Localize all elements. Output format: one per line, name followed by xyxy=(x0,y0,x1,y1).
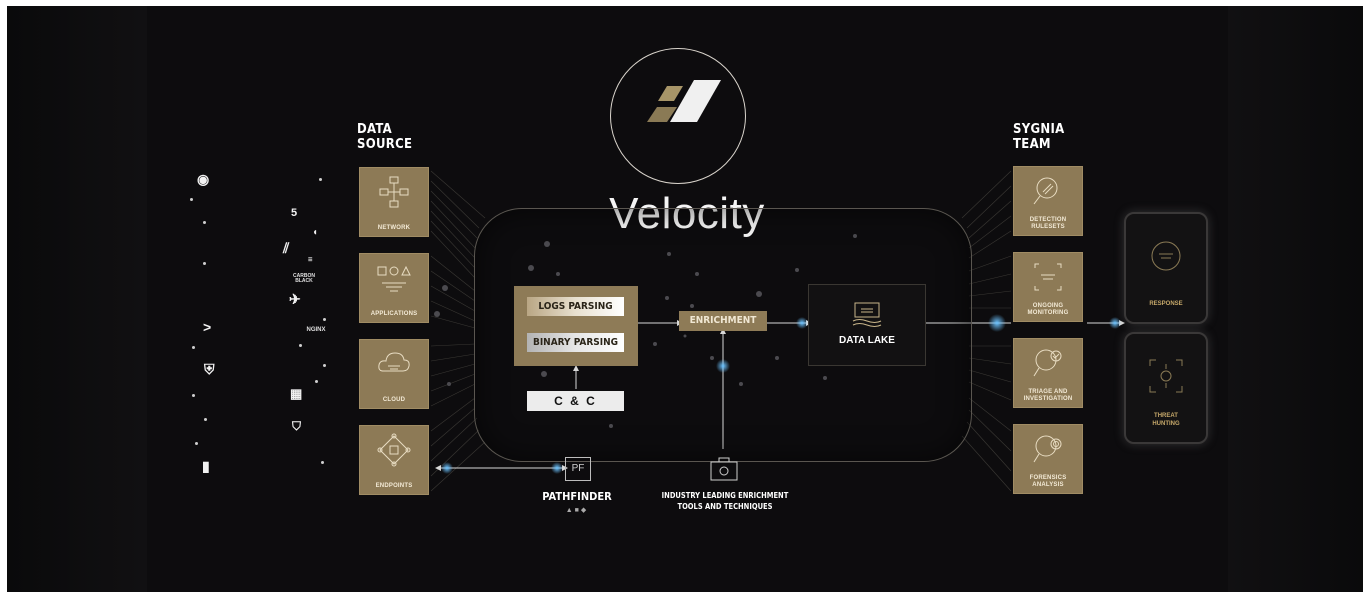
refresh-icon xyxy=(1151,241,1181,271)
eye-source-icon: ◉ xyxy=(197,171,210,187)
triage-check-icon xyxy=(1033,349,1062,377)
source-dot xyxy=(190,198,193,201)
applications-tile[interactable]: APPLICATIONS xyxy=(359,253,429,323)
parsing-group: LOGS PARSING BINARY PARSING xyxy=(514,286,638,366)
network-tile[interactable]: NETWORK xyxy=(359,167,429,237)
monitoring-icon xyxy=(1034,263,1062,291)
product-title: Velocity xyxy=(609,189,765,238)
pathfinder-icon: PF xyxy=(565,457,591,481)
html5-source-icon: 5 xyxy=(291,207,298,219)
endpoints-icon xyxy=(377,433,411,467)
cloud-label: CLOUD xyxy=(382,397,406,403)
source-dot xyxy=(192,394,195,397)
fingerprint-icon xyxy=(1033,435,1062,463)
particles xyxy=(434,234,857,428)
source-dot xyxy=(321,461,324,464)
source-dot xyxy=(203,221,206,224)
palo-alto-source-icon: ⫽ xyxy=(283,240,290,256)
badge-source-icon: ⛉ xyxy=(292,419,302,433)
terminal-source-icon: > xyxy=(203,319,212,335)
source-dot xyxy=(323,364,326,367)
source-dot xyxy=(323,318,326,321)
source-dot xyxy=(204,418,207,421)
data-source-heading: DATA SOURCE xyxy=(357,122,413,152)
sygnia-team-heading: SYGNIA TEAM xyxy=(1013,122,1065,152)
applications-icon xyxy=(377,265,411,292)
source-dot xyxy=(299,344,302,347)
command-and-control-box[interactable]: C & C xyxy=(527,391,624,411)
cloud-icon xyxy=(378,352,410,372)
endpoints-tile[interactable]: ENDPOINTS xyxy=(359,425,429,495)
helmet-source-icon: ◖ xyxy=(312,227,319,238)
office-source-icon: ▮ xyxy=(202,458,210,474)
fortinet-source-icon: ▦ xyxy=(290,386,303,401)
crosshair-icon xyxy=(1149,359,1183,393)
source-dot xyxy=(315,380,318,383)
data-lake-box[interactable]: DATA LAKE xyxy=(808,284,926,366)
pathfinder-label: PATHFINDER xyxy=(542,490,612,503)
enrichment-box[interactable]: ENRICHMENT xyxy=(679,311,767,331)
data-lake-label: DATA LAKE xyxy=(839,335,895,346)
cloud-tile[interactable]: CLOUD xyxy=(359,339,429,409)
source-dot xyxy=(192,346,195,349)
response-box[interactable]: RESPONSE xyxy=(1124,212,1208,324)
logs-parsing-button[interactable]: LOGS PARSING xyxy=(527,297,624,316)
endpoints-label: ENDPOINTS xyxy=(375,483,413,489)
applications-label: APPLICATIONS xyxy=(370,311,418,317)
network-icon xyxy=(379,176,409,208)
source-dot xyxy=(203,262,206,265)
source-dot xyxy=(195,442,198,445)
small-source-icon: ☰ xyxy=(308,257,313,263)
source-fan-lines xyxy=(430,170,486,492)
data-lake-icon xyxy=(852,302,882,327)
response-label: RESPONSE xyxy=(1149,301,1183,307)
shield-source-icon: ⛨ xyxy=(204,361,215,377)
source-dot xyxy=(319,178,322,181)
platform-icons: ▲■◆ xyxy=(565,507,589,514)
magnifier-icon xyxy=(1033,177,1058,205)
binary-parsing-button[interactable]: BINARY PARSING xyxy=(527,333,624,352)
glow-points xyxy=(441,314,1121,474)
nginx-logo: NGINX xyxy=(306,327,326,333)
network-label: NETWORK xyxy=(377,225,411,231)
team-fan-lines xyxy=(961,170,1012,492)
crowdstrike-falcon-icon: ✈ xyxy=(289,291,301,307)
logo-ring xyxy=(610,48,746,184)
toolbox-icon xyxy=(710,457,738,481)
